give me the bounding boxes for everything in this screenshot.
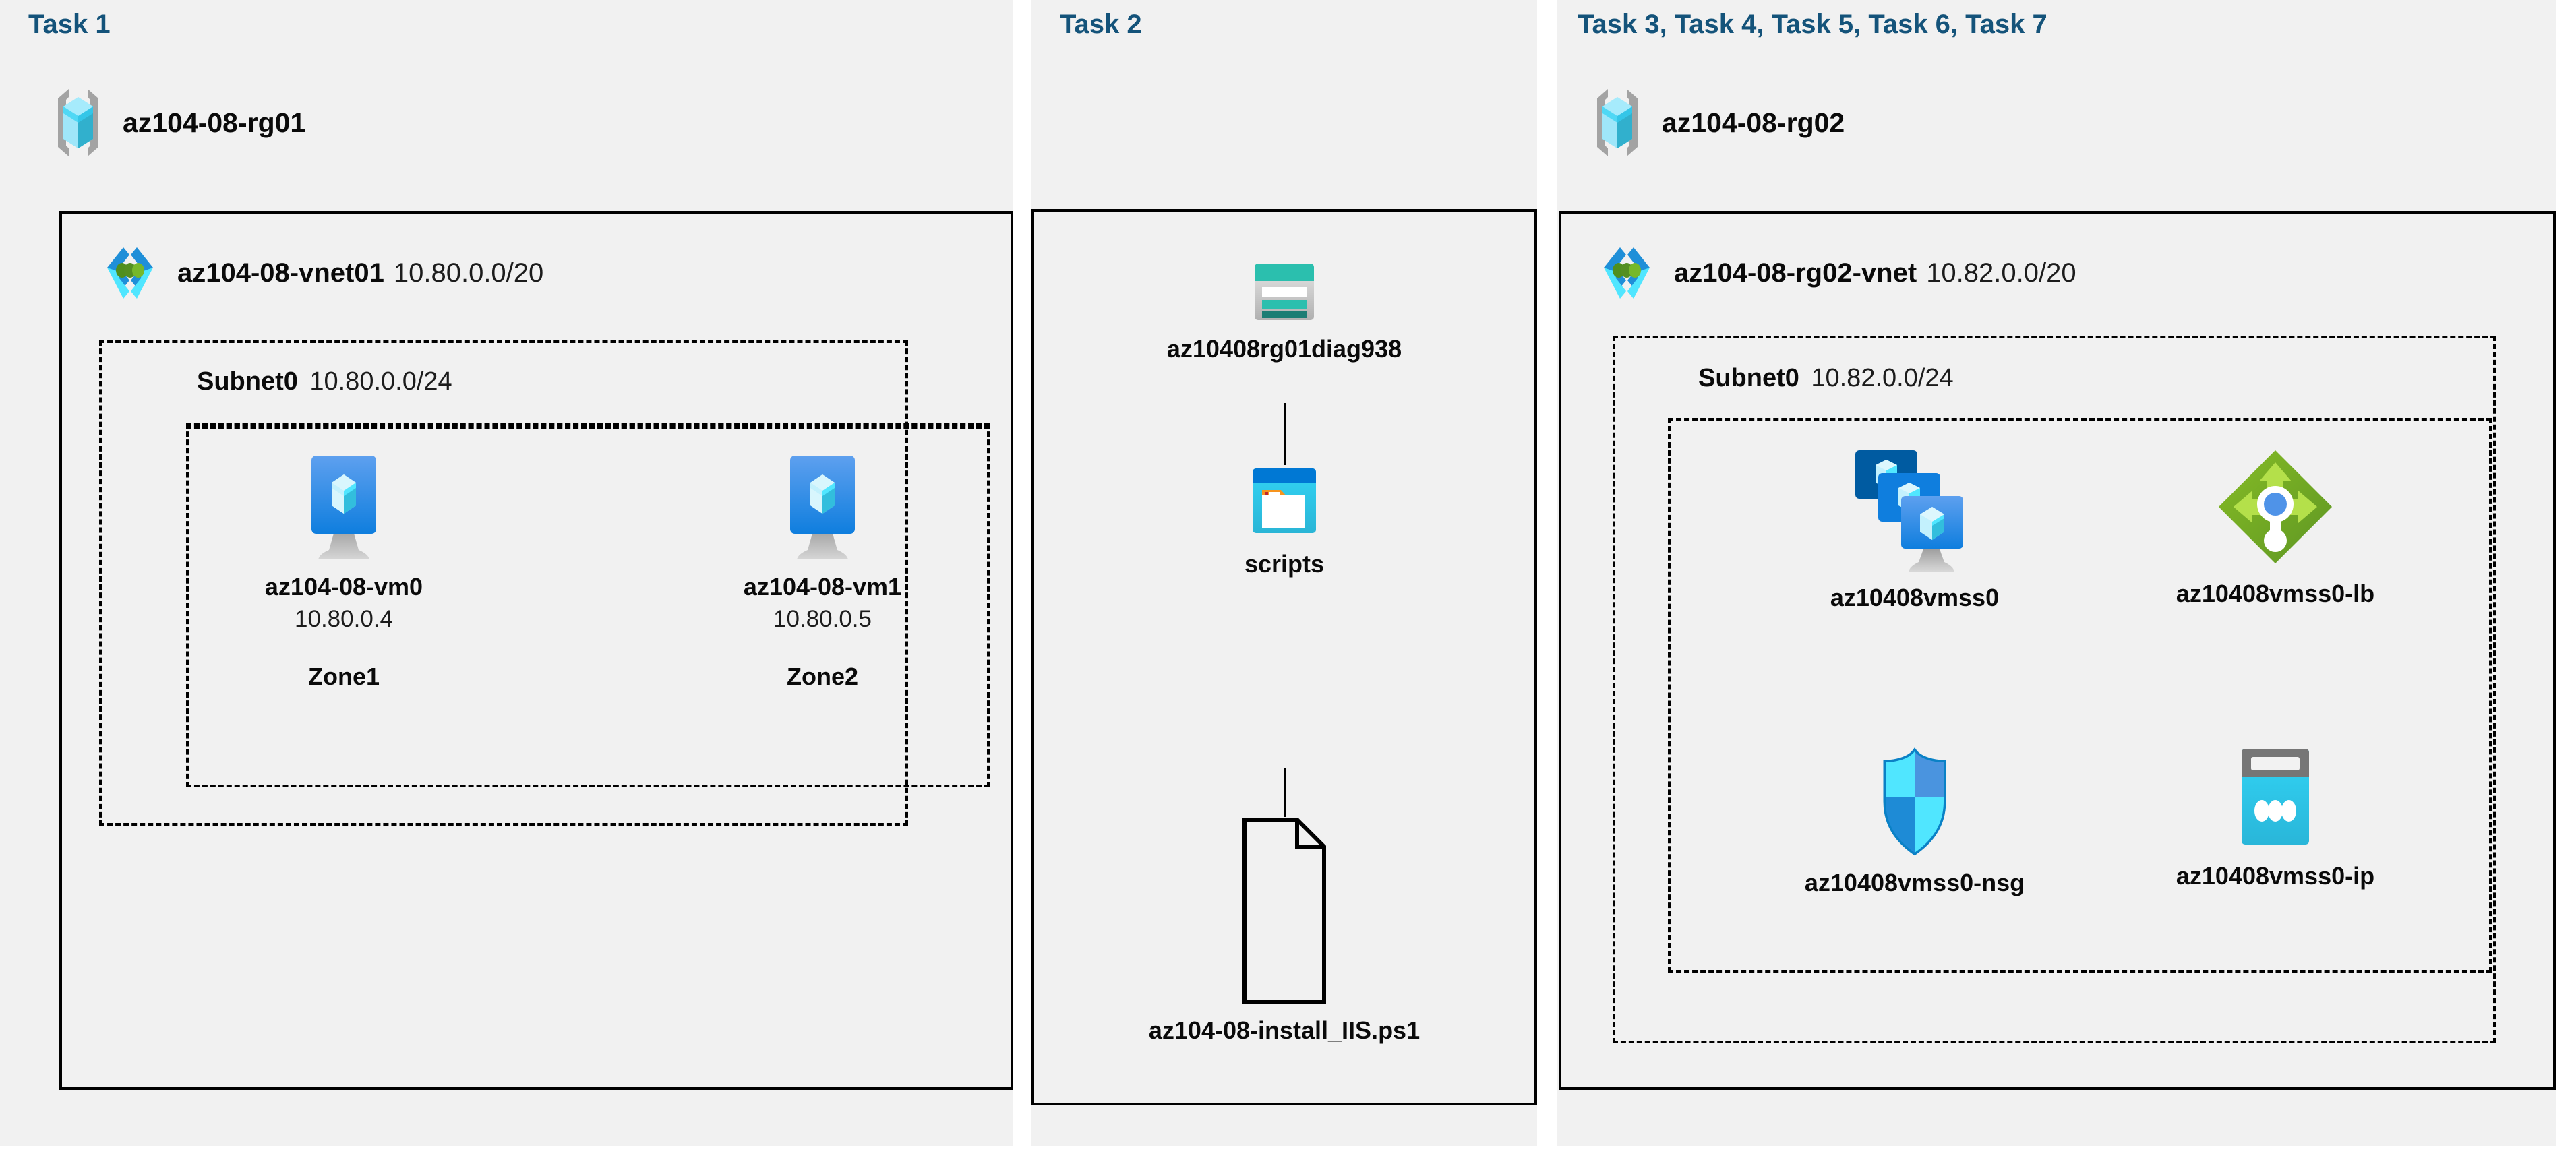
task2-script-file-name: az104-08-install_IIS.ps1 — [1148, 1016, 1420, 1044]
virtual-network-icon — [1594, 241, 1659, 305]
panel-task1 — [0, 0, 1013, 1146]
task2-storage-account[interactable]: az10408rg01diag938 — [1079, 259, 1490, 363]
task1-resource-group: az104-08-rg01 — [49, 86, 305, 159]
task1-vm1-zone: Zone2 — [786, 663, 858, 691]
task1-vnet-name: az104-08-vnet01 — [177, 257, 384, 288]
task2-blob-container[interactable]: scripts — [1079, 465, 1490, 578]
task1-title: Task 1 — [28, 9, 111, 39]
task1-vm1[interactable]: az104-08-vm1 10.80.0.5 Zone2 — [701, 452, 944, 691]
load-balancer-icon — [2213, 445, 2337, 569]
task1-vm1-ip: 10.80.0.5 — [773, 606, 872, 633]
task3to7-public-ip-name: az10408vmss0-ip — [2176, 862, 2375, 890]
virtual-machine-icon — [778, 452, 867, 562]
task1-availability-zones-box — [186, 423, 990, 787]
task3to7-subnet-header: Subnet0 10.82.0.0/24 — [1698, 364, 1954, 393]
task3to7-resources-box — [1668, 418, 2492, 973]
task2-blob-container-name: scripts — [1244, 550, 1325, 578]
task1-vnet-box — [59, 211, 1013, 1090]
task1-vm0-name: az104-08-vm0 — [264, 573, 423, 601]
task3to7-load-balancer-name: az10408vmss0-lb — [2176, 580, 2375, 607]
task3to7-public-ip[interactable]: az10408vmss0-ip — [2093, 745, 2457, 890]
connector-container-to-script — [1284, 768, 1286, 817]
task1-vm0-ip: 10.80.0.4 — [295, 606, 393, 633]
task3to7-vmss-name: az10408vmss0 — [1830, 584, 2000, 611]
task1-vm0-zone: Zone1 — [307, 663, 380, 691]
resource-group-icon — [49, 86, 108, 159]
task1-rg-label: az104-08-rg01 — [123, 106, 306, 138]
task3to7-subnet-name: Subnet0 — [1698, 364, 1799, 392]
task3to7-load-balancer[interactable]: az10408vmss0-lb — [2093, 445, 2457, 607]
panel-task3to7 — [1557, 0, 2556, 1146]
task1-vnet-cidr: 10.80.0.0/20 — [393, 257, 544, 288]
task1-subnet-cidr: 10.80.0.0/24 — [309, 367, 452, 396]
task3to7-subnet-box — [1613, 336, 2496, 1043]
task3to7-vnet-name: az104-08-rg02-vnet — [1674, 257, 1917, 288]
vm-scale-set-icon — [1847, 445, 1982, 573]
task3to7-subnet-cidr: 10.82.0.0/24 — [1811, 364, 1954, 392]
task3to7-vmss[interactable]: az10408vmss0 — [1726, 445, 2103, 611]
task1-subnet-box — [99, 340, 908, 826]
task1-vm1-name: az104-08-vm1 — [743, 573, 902, 601]
resource-group-icon — [1588, 86, 1647, 159]
task2-script-file[interactable]: az104-08-install_IIS.ps1 — [1079, 817, 1490, 1044]
blob-container-icon — [1247, 465, 1321, 539]
task1-vnet-header: az104-08-vnet01 10.80.0.0/20 — [98, 241, 543, 305]
script-file-icon — [1240, 817, 1328, 1006]
task2-storage-account-name: az10408rg01diag938 — [1166, 335, 1402, 363]
task2-title: Task 2 — [1060, 9, 1142, 39]
task3to7-vnet-header: az104-08-rg02-vnet 10.82.0.0/20 — [1594, 241, 2076, 305]
network-security-group-icon — [1874, 745, 1956, 858]
task3to7-resource-group: az104-08-rg02 — [1588, 86, 1845, 159]
task3to7-nsg[interactable]: az10408vmss0-nsg — [1726, 745, 2103, 896]
task3to7-nsg-name: az10408vmss0-nsg — [1804, 869, 2025, 896]
task1-subnet-header: Subnet0 10.80.0.0/24 — [197, 367, 452, 396]
task3to7-vnet-box — [1559, 211, 2556, 1090]
connector-storage-to-container — [1284, 403, 1286, 465]
task3to7-rg-label: az104-08-rg02 — [1662, 106, 1845, 138]
public-ip-address-icon — [2232, 745, 2318, 851]
task1-subnet-name: Subnet0 — [197, 367, 298, 396]
task3to7-vnet-cidr: 10.82.0.0/20 — [1926, 257, 2076, 288]
panel-task2 — [1031, 0, 1537, 1146]
virtual-network-icon — [98, 241, 162, 305]
task2-box — [1031, 209, 1537, 1105]
task1-vm0[interactable]: az104-08-vm0 10.80.0.4 Zone1 — [222, 452, 465, 691]
task3to7-title: Task 3, Task 4, Task 5, Task 6, Task 7 — [1578, 9, 2047, 39]
virtual-machine-icon — [299, 452, 388, 562]
storage-account-icon — [1252, 259, 1317, 324]
